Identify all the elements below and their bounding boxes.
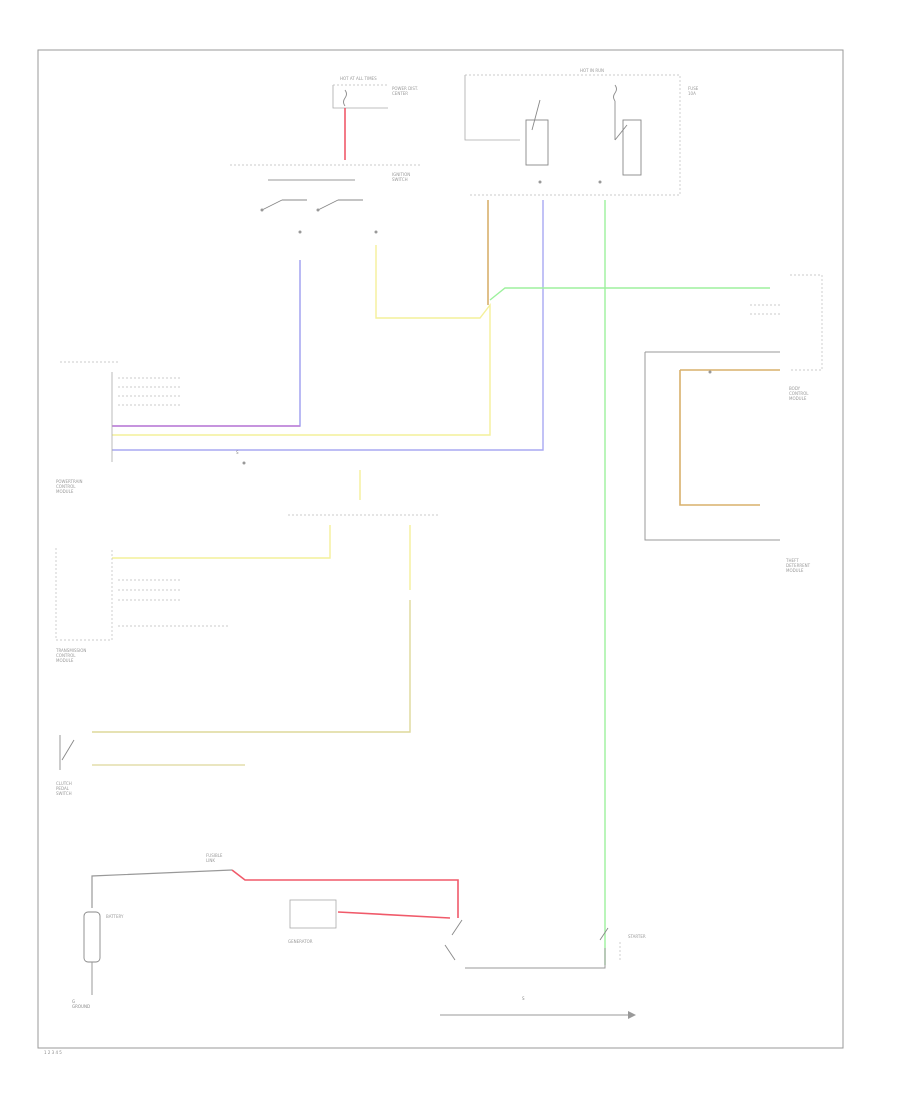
splice-1-label: S — [236, 450, 239, 455]
fuse-box-left-desc: POWER DIST.CENTER — [392, 86, 418, 96]
wire-gray-battery — [91, 869, 233, 908]
pcm-pin-rows — [118, 377, 180, 406]
wire-violet-left — [112, 260, 301, 427]
starter-solenoid — [444, 944, 456, 961]
fuse-symbol-left — [343, 89, 347, 107]
fuse-symbol-right — [613, 84, 617, 102]
tcm-pin-rows — [118, 579, 230, 627]
generator-box — [289, 899, 337, 929]
wire-tan-theft — [679, 370, 760, 506]
starter-title: STARTER — [628, 934, 646, 939]
splice-1 — [242, 461, 246, 465]
fuse-box-right-title: HOT IN RUN — [580, 68, 604, 73]
battery-title: BATTERY — [106, 914, 124, 919]
generator-title: GENERATOR — [288, 939, 313, 944]
wire-green-bcm — [489, 287, 770, 301]
footer-code: 1 2 3 4 5 — [44, 1050, 62, 1055]
starter: STARTER S — [440, 919, 646, 1019]
wire-yellow-main — [112, 245, 491, 436]
wire-olive-clutch — [92, 600, 411, 733]
wire-red-battery — [231, 869, 459, 918]
fuse-box-left-title: HOT AT ALL TIMES — [340, 76, 377, 81]
generator: GENERATOR — [288, 899, 337, 944]
fuse-box-left: HOT AT ALL TIMES POWER DIST.CENTER — [332, 76, 418, 109]
wire-group — [91, 108, 780, 965]
battery-symbol — [83, 911, 101, 963]
diagram-frame — [37, 49, 844, 1049]
splice-2-label: S — [522, 996, 525, 1001]
wire-violet-right — [112, 200, 544, 451]
clutch-switch-symbol — [61, 739, 75, 761]
relay-coil — [525, 119, 549, 166]
wire-yellow-tcm — [112, 525, 331, 559]
relay-coil-right — [622, 119, 642, 176]
wire-red-generator — [337, 911, 451, 919]
relay-contact — [531, 99, 541, 131]
